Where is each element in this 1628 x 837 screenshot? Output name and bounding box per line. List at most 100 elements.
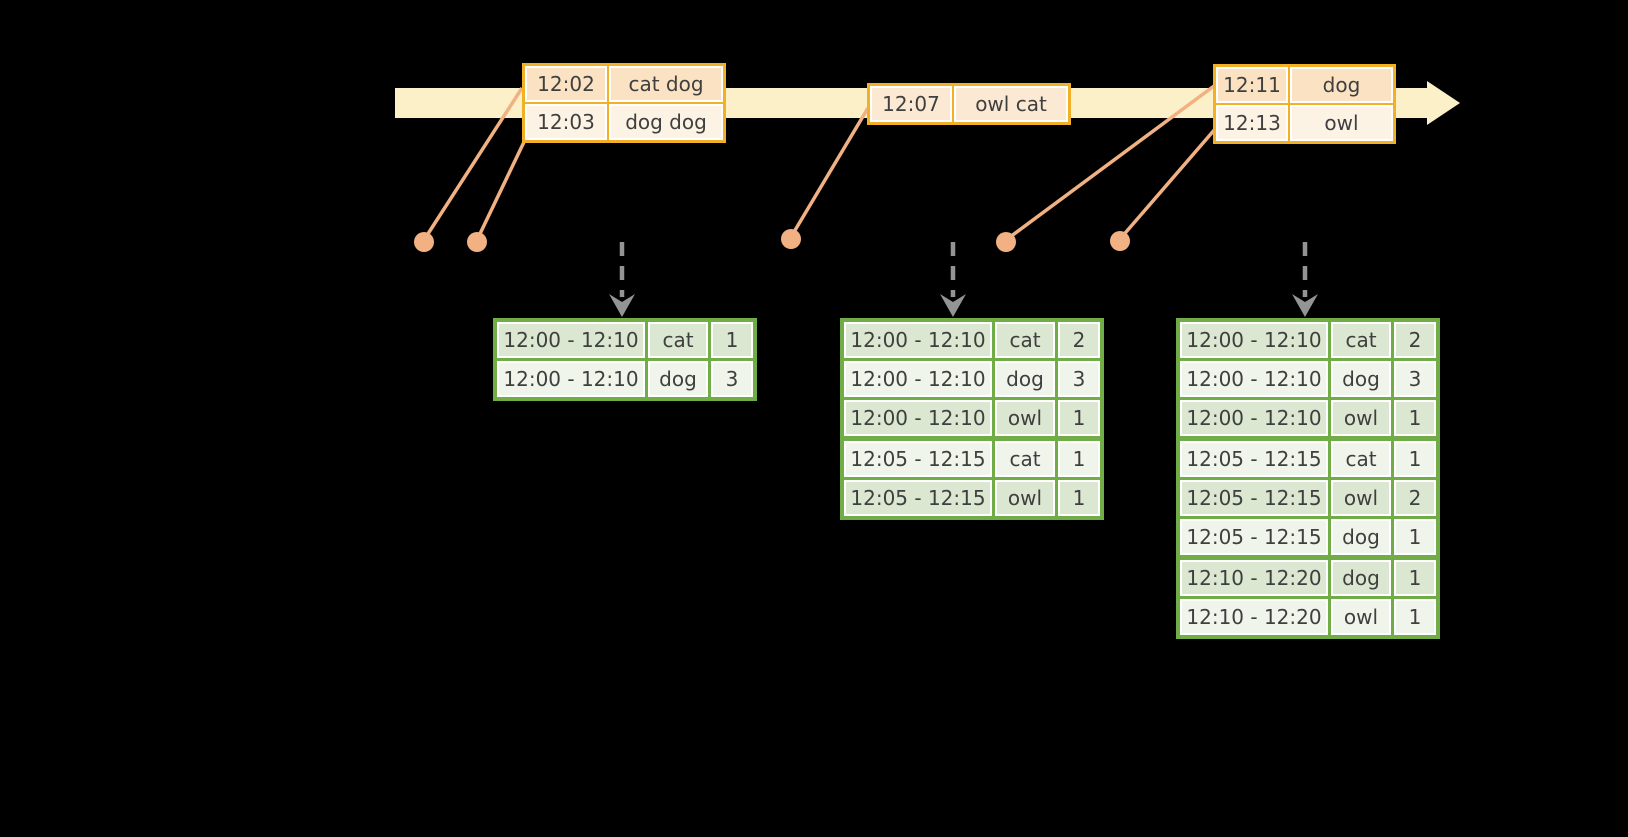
word-cell: cat	[645, 318, 711, 361]
event-dot	[996, 232, 1016, 252]
event-time-cell: 12:02	[522, 63, 609, 104]
count-cell: 3	[1055, 358, 1104, 400]
event-dot	[467, 232, 487, 252]
count-cell: 1	[1391, 397, 1440, 440]
word-cell: cat	[1328, 436, 1394, 480]
word-cell: owl	[1328, 596, 1394, 639]
event-connector-line	[1004, 84, 1216, 242]
trigger-arrow	[1292, 242, 1318, 317]
word-cell: dog	[992, 358, 1058, 400]
event-dots	[414, 229, 1130, 252]
event-words-cell: dog dog	[607, 102, 726, 143]
word-cell: cat	[1328, 318, 1394, 361]
window-cell: 12:00 - 12:10	[493, 358, 648, 401]
window-cell: 12:00 - 12:10	[840, 358, 995, 400]
event-words-cell: owl	[1288, 103, 1396, 144]
word-cell: cat	[992, 318, 1058, 361]
count-cell: 1	[1055, 436, 1104, 480]
event-connector-line	[475, 141, 526, 241]
arrow-down-icon	[940, 294, 966, 317]
window-cell: 12:00 - 12:10	[1176, 397, 1331, 440]
word-cell: dog	[1328, 358, 1394, 400]
arrow-down-icon	[609, 294, 635, 317]
event-dot	[781, 229, 801, 249]
event-words-cell: dog	[1288, 64, 1396, 105]
count-cell: 1	[1055, 397, 1104, 440]
count-cell: 1	[1391, 516, 1440, 559]
count-cell: 2	[1391, 477, 1440, 519]
window-cell: 12:00 - 12:10	[840, 318, 995, 361]
window-cell: 12:00 - 12:10	[1176, 358, 1331, 400]
event-connector-lines	[422, 84, 1218, 242]
count-cell: 1	[708, 318, 757, 361]
window-cell: 12:05 - 12:15	[840, 477, 995, 520]
window-cell: 12:05 - 12:15	[1176, 436, 1331, 480]
window-cell: 12:00 - 12:10	[1176, 318, 1331, 361]
window-cell: 12:00 - 12:10	[493, 318, 648, 361]
word-cell: dog	[1328, 555, 1394, 599]
event-words-cell: owl cat	[952, 83, 1071, 125]
count-cell: 2	[1391, 318, 1440, 361]
word-cell: owl	[1328, 397, 1394, 440]
trigger-arrow	[940, 242, 966, 317]
event-connector-line	[789, 107, 870, 238]
event-dot	[414, 232, 434, 252]
event-time-cell: 12:07	[867, 83, 954, 125]
count-cell: 3	[708, 358, 757, 401]
window-cell: 12:10 - 12:20	[1176, 555, 1331, 599]
event-connector-line	[1118, 126, 1218, 241]
window-cell: 12:05 - 12:15	[1176, 516, 1331, 559]
event-words-cell: cat dog	[607, 63, 726, 104]
count-cell: 3	[1391, 358, 1440, 400]
window-cell: 12:00 - 12:10	[840, 397, 995, 440]
event-time-cell: 12:13	[1213, 103, 1290, 144]
count-cell: 1	[1391, 555, 1440, 599]
count-cell: 1	[1391, 596, 1440, 639]
event-time-cell: 12:11	[1213, 64, 1290, 105]
window-cell: 12:05 - 12:15	[1176, 477, 1331, 519]
event-time-cell: 12:03	[522, 102, 609, 143]
count-cell: 1	[1055, 477, 1104, 520]
word-cell: owl	[992, 397, 1058, 440]
event-dot	[1110, 231, 1130, 251]
word-cell: owl	[992, 477, 1058, 520]
arrow-down-icon	[1292, 294, 1318, 317]
event-connector-line	[422, 87, 524, 241]
word-cell: dog	[645, 358, 711, 401]
count-cell: 1	[1391, 436, 1440, 480]
word-cell: owl	[1328, 477, 1394, 519]
timeline-arrowhead	[1427, 81, 1460, 125]
window-cell: 12:05 - 12:15	[840, 436, 995, 480]
word-cell: cat	[992, 436, 1058, 480]
count-cell: 2	[1055, 318, 1104, 361]
window-cell: 12:10 - 12:20	[1176, 596, 1331, 639]
word-cell: dog	[1328, 516, 1394, 559]
